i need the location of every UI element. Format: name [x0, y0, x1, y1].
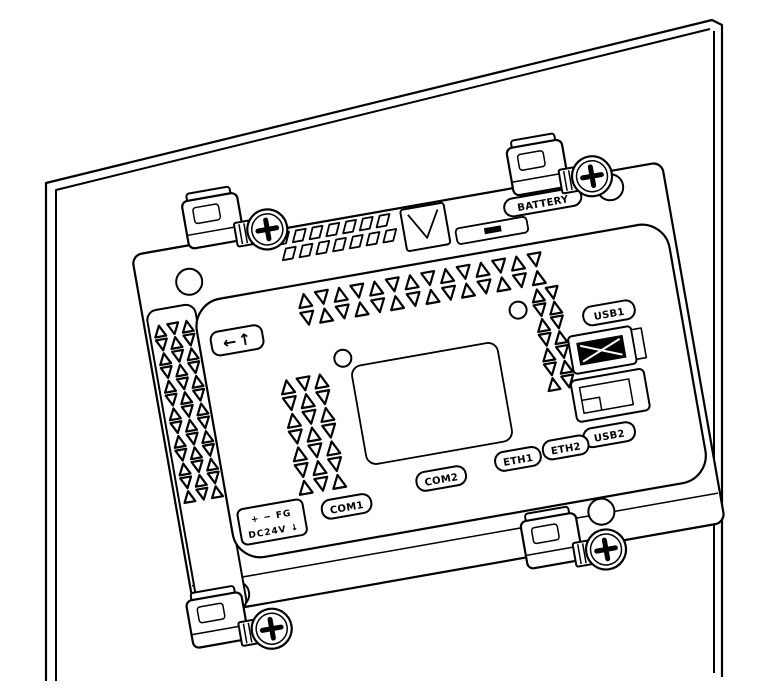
usb1-port — [567, 325, 648, 375]
svg-text:ETH1: ETH1 — [502, 453, 534, 469]
power-terminal-label: + − FG DC24V ↓ — [236, 498, 308, 546]
flange-bend-line — [191, 492, 719, 587]
hmi-device-rear: BATTERY ←↑ USB1 — [132, 112, 725, 663]
back-left-vent-pattern — [281, 373, 348, 496]
flange-hole-top-left — [175, 267, 204, 296]
back-right-vent-pattern — [531, 284, 575, 393]
svg-text:USB2: USB2 — [593, 429, 626, 445]
usb2-port — [570, 368, 651, 423]
eth2-port-label: ETH2 — [541, 434, 590, 461]
nameplate-area — [351, 342, 513, 465]
battery-cover-screw-slot — [483, 225, 502, 235]
com1-port-label: COM1 — [320, 493, 373, 520]
back-top-vent-pattern — [298, 251, 547, 326]
panel-inner-edge-left-top — [55, 28, 711, 681]
eth1-port-label: ETH1 — [494, 445, 542, 472]
com2-port-label: COM2 — [415, 465, 468, 492]
battery-port-label: BATTERY — [503, 186, 583, 218]
panel-outer-edge — [44, 18, 724, 681]
din-latch — [399, 201, 452, 252]
svg-text:ETH2: ETH2 — [550, 441, 582, 457]
battery-cover — [454, 216, 529, 245]
svg-text:USB1: USB1 — [593, 307, 626, 323]
removal-direction-label: ←↑ — [209, 324, 265, 357]
cover-screw-hole-right — [508, 300, 528, 320]
cover-screw-hole-left — [333, 348, 353, 368]
usb1-port-label: USB1 — [582, 299, 636, 327]
mounting-panel — [44, 18, 724, 681]
side-vent-pattern — [154, 319, 225, 505]
